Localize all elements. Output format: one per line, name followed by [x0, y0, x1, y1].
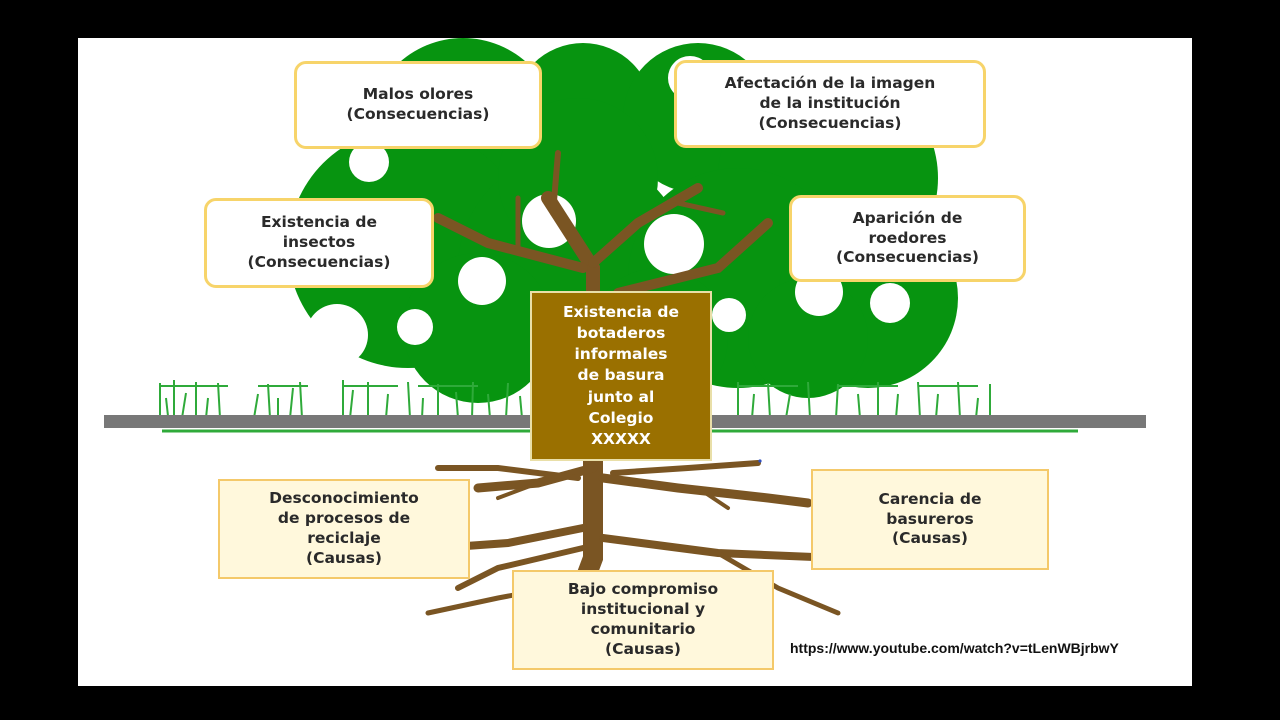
consequence-box-bad-odors: Malos olores (Consecuencias)	[294, 61, 542, 149]
source-url: https://www.youtube.com/watch?v=tLenWBjr…	[790, 640, 1119, 656]
diagram-slide: Malos olores (Consecuencias) Afectación …	[78, 38, 1192, 686]
cause-box-recycling-knowledge: Desconocimiento de procesos de reciclaje…	[218, 479, 470, 579]
consequence-box-insects: Existencia de insectos (Consecuencias)	[204, 198, 434, 288]
central-problem-box: Existencia de botaderos informales de ba…	[530, 291, 712, 461]
consequence-box-rodents: Aparición de roedores (Consecuencias)	[789, 195, 1026, 282]
cause-box-lack-of-bins: Carencia de basureros (Causas)	[811, 469, 1049, 570]
consequence-box-institution-image: Afectación de la imagen de la institució…	[674, 60, 986, 148]
dot	[758, 459, 762, 463]
cause-box-low-commitment: Bajo compromiso institucional y comunita…	[512, 570, 774, 670]
